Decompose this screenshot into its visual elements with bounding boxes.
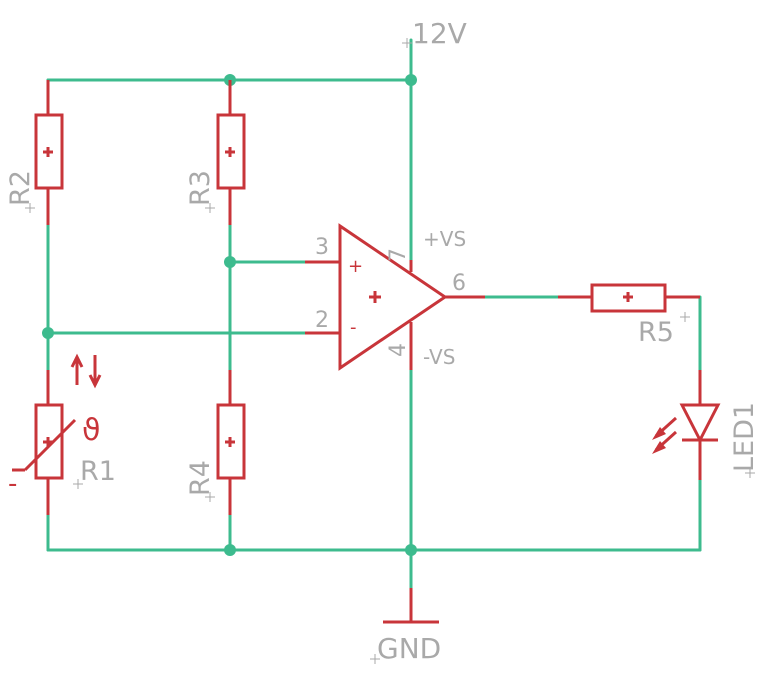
junctions: [42, 74, 417, 556]
opamp-minus-vs-label: -VS: [423, 345, 455, 369]
wires: [46, 38, 702, 622]
opamp-noninv-sign: +: [348, 256, 363, 277]
opamp-pin4-number: 4: [386, 343, 411, 357]
r2-label: R2: [5, 170, 36, 206]
r5-label: R5: [638, 317, 674, 348]
resistor-r5[interactable]: R5: [558, 283, 700, 348]
opamp-pin7-number: 7: [386, 248, 411, 262]
opamp-pin2-number: 2: [315, 308, 329, 333]
led-led1[interactable]: LED1: [652, 370, 760, 480]
light-arrow-icon: [652, 441, 666, 454]
opamp-pin6-number: 6: [452, 271, 466, 296]
opamp[interactable]: + - 3 2 6 7 4 +VS -VS: [305, 223, 485, 371]
resistor-r4[interactable]: R4: [185, 370, 246, 515]
thermistor-theta: ϑ: [82, 413, 101, 448]
opamp-plus-vs-label: +VS: [423, 227, 466, 251]
junction-dot: [224, 544, 236, 556]
thermistor-r1[interactable]: - ϑ R1: [8, 353, 116, 515]
thermistor-minus: -: [8, 469, 17, 499]
resistor-r3[interactable]: R3: [185, 80, 246, 225]
opamp-inv-sign: -: [350, 317, 357, 338]
light-arrow-icon: [652, 427, 666, 440]
thermistor-slash: [23, 418, 77, 472]
arrow-up-icon: [70, 353, 84, 368]
resistor-r2[interactable]: R2: [5, 80, 64, 225]
ground-symbol[interactable]: GND: [370, 588, 441, 665]
supply-12v[interactable]: 12V: [402, 17, 467, 50]
junction-dot: [224, 256, 236, 268]
led-triangle: [679, 403, 721, 444]
ground-label: GND: [377, 632, 441, 665]
r4-label: R4: [185, 460, 216, 496]
supply-label: 12V: [412, 17, 467, 50]
opamp-triangle: [338, 223, 448, 371]
junction-dot: [405, 74, 417, 86]
opamp-pin3-number: 3: [315, 235, 329, 260]
led1-label: LED1: [729, 402, 760, 472]
r3-label: R3: [185, 170, 216, 206]
junction-dot: [42, 327, 54, 339]
junction-dot: [405, 544, 417, 556]
arrow-down-icon: [88, 374, 102, 389]
r1-label: R1: [80, 456, 116, 487]
